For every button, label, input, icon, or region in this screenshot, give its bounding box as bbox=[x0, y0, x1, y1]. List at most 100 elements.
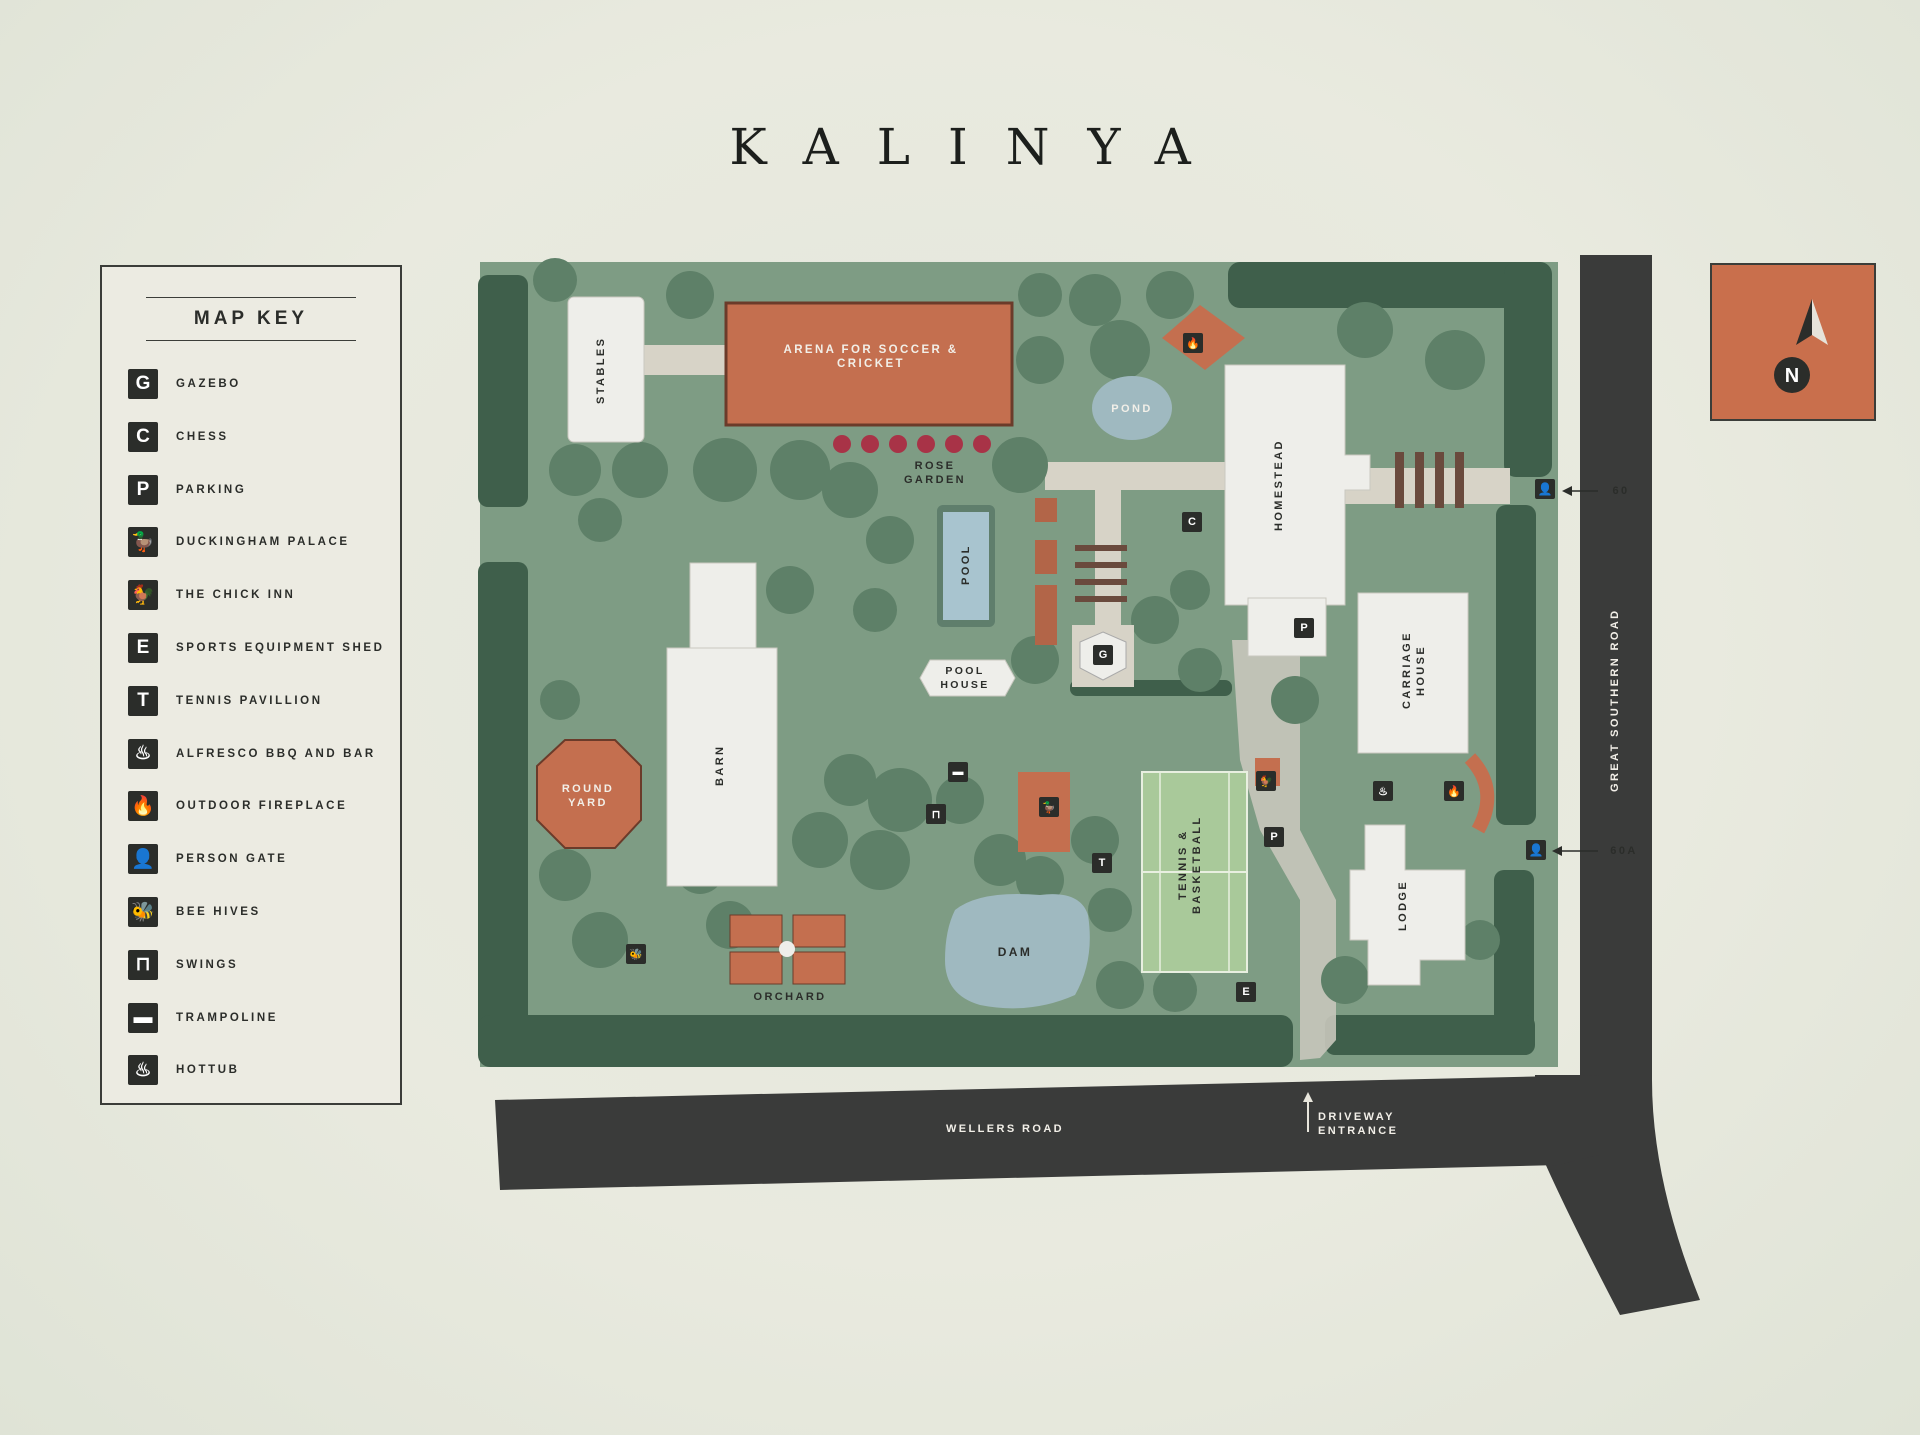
marker-equipment-shed[interactable]: E bbox=[1236, 982, 1256, 1002]
map-key-item: T TENNIS PAVILLION bbox=[128, 685, 323, 717]
map-key-label: TENNIS PAVILLION bbox=[176, 694, 323, 707]
marker-parking-homestead[interactable]: P bbox=[1294, 618, 1314, 638]
map-key-item: 🔥OUTDOOR FIREPLACE bbox=[128, 790, 347, 822]
map-key-item: ▬ TRAMPOLINE bbox=[128, 1002, 278, 1034]
label-driveway: DRIVEWAY ENTRANCE bbox=[1318, 1111, 1399, 1137]
map-key-item: 🐓 THE CHICK INN bbox=[128, 579, 295, 611]
marker-parking-tennis[interactable]: P bbox=[1264, 827, 1284, 847]
label-homestead: HOMESTEAD bbox=[1273, 439, 1285, 531]
wellers-road bbox=[495, 1075, 1600, 1190]
marker-gazebo[interactable]: G bbox=[1093, 645, 1113, 665]
hedge-west-bottom bbox=[478, 562, 528, 1062]
bbq-icon: ♨ bbox=[128, 738, 158, 769]
label-pool: POOL bbox=[960, 544, 972, 586]
hedge-lodge-south bbox=[1325, 1015, 1535, 1055]
steps bbox=[1075, 545, 1127, 602]
label-stables: STABLES bbox=[595, 336, 607, 404]
duck-marker-icon[interactable]: 🦆 bbox=[1039, 797, 1059, 817]
map-key-item: ♨HOTTUB bbox=[128, 1054, 240, 1086]
pool-house-building bbox=[919, 659, 1016, 697]
marker-chess[interactable]: C bbox=[1182, 512, 1202, 532]
map-key-label: THE CHICK INN bbox=[176, 589, 296, 602]
orchard-beds bbox=[729, 914, 846, 985]
trampoline-marker-icon[interactable]: ▬ bbox=[948, 762, 968, 782]
person-gate-60a-icon[interactable]: 👤 bbox=[1526, 840, 1546, 860]
map-key-item: C CHESS bbox=[128, 421, 229, 453]
map-key-label: HOTTUB bbox=[176, 1064, 240, 1077]
map-key-item: 🦆 DUCKINGHAM PALACE bbox=[128, 526, 350, 558]
compass-letter: N bbox=[1785, 365, 1799, 387]
map-key-item: P PARKING bbox=[128, 474, 246, 506]
hedge-north-east bbox=[1228, 262, 1550, 308]
map-title: KALINYA bbox=[729, 118, 1229, 176]
dam bbox=[945, 894, 1090, 1009]
tennis-pavillion-icon: T bbox=[128, 685, 158, 716]
map-key-label: ALFRESCO BBQ AND BAR bbox=[176, 747, 376, 760]
map-key-item: 🐝BEE HIVES bbox=[128, 896, 261, 928]
rose-garden-beds bbox=[833, 435, 991, 453]
label-dam: DAM bbox=[997, 945, 1033, 959]
map-key-item: G GAZEBO bbox=[128, 368, 241, 400]
gazebo-icon: G bbox=[128, 369, 158, 399]
label-orchard: ORCHARD bbox=[753, 991, 827, 1003]
homestead-annex bbox=[1247, 597, 1327, 657]
swings-marker-icon[interactable]: ⊓ bbox=[926, 804, 946, 824]
label-tennis: TENNIS & BASKETBALL bbox=[1177, 815, 1203, 915]
garden-beds bbox=[1035, 498, 1057, 645]
person-gate-60-icon[interactable]: 👤 bbox=[1535, 479, 1555, 499]
fireplace-curve bbox=[1464, 753, 1495, 834]
parking-icon: P bbox=[128, 474, 158, 505]
label-gate-60: 60 bbox=[1612, 485, 1630, 497]
marker-tennis-pavillion[interactable]: T bbox=[1092, 853, 1112, 873]
pergola bbox=[1395, 452, 1464, 508]
map-key-label: GAZEBO bbox=[176, 378, 241, 390]
bbq-deck bbox=[1162, 305, 1245, 370]
map-key-label: TRAMPOLINE bbox=[176, 1011, 279, 1024]
bbq-marker-icon[interactable]: ♨ bbox=[1373, 781, 1393, 801]
bee-hives-icon: 🐝 bbox=[128, 897, 158, 927]
swings-icon: ⊓ bbox=[128, 949, 158, 980]
trampoline-icon: ▬ bbox=[128, 1002, 158, 1033]
map-key-label: OUTDOOR FIREPLACE bbox=[176, 800, 348, 813]
person-gate-icon: 👤 bbox=[128, 844, 158, 875]
label-great-southern-road: GREAT SOUTHERN ROAD bbox=[1609, 608, 1621, 792]
label-lodge: LODGE bbox=[1397, 879, 1409, 931]
chicken-icon: 🐓 bbox=[128, 580, 158, 611]
arena-soccer-cricket bbox=[724, 301, 1014, 427]
map-key-label: CHESS bbox=[176, 430, 229, 443]
map-key-item: ⊓ SWINGS bbox=[128, 949, 238, 981]
map-key-label: SPORTS EQUIPMENT SHED bbox=[176, 642, 385, 654]
chess-icon: C bbox=[128, 421, 158, 452]
barn-building bbox=[666, 647, 778, 887]
pond bbox=[1092, 376, 1172, 440]
map-key-label: PARKING bbox=[176, 483, 247, 496]
round-yard bbox=[536, 739, 642, 849]
bee-hives-marker-icon[interactable]: 🐝 bbox=[626, 944, 646, 964]
map-key-item: E SPORTS EQUIPMENT SHED bbox=[128, 632, 385, 664]
carriage-house-building bbox=[1357, 592, 1469, 754]
label-pool-house: POOL HOUSE bbox=[940, 665, 990, 691]
fireplace-marker-icon[interactable]: 🔥 bbox=[1183, 333, 1203, 353]
label-round-yard: ROUND YARD bbox=[561, 783, 615, 809]
path-house bbox=[1045, 462, 1240, 490]
label-carriage-house: CARRIAGE HOUSE bbox=[1401, 631, 1427, 709]
barn-annex bbox=[689, 562, 757, 649]
label-barn: BARN bbox=[714, 744, 726, 786]
fireplace-lodge-marker-icon[interactable]: 🔥 bbox=[1444, 781, 1464, 801]
map-key-label: DUCKINGHAM PALACE bbox=[176, 536, 350, 549]
map-key-label: SWINGS bbox=[176, 958, 239, 971]
path-stables bbox=[640, 345, 725, 375]
hedge-east-middle bbox=[1496, 505, 1536, 825]
equipment-shed-icon: E bbox=[128, 633, 158, 663]
label-gate-60a: 60A bbox=[1610, 845, 1638, 857]
label-arena: ARENA FOR SOCCER & CRICKET bbox=[783, 344, 959, 370]
hedge-east-bottom bbox=[1494, 870, 1534, 1055]
duck-icon: 🦆 bbox=[128, 527, 158, 558]
lodge-building bbox=[1349, 824, 1466, 986]
label-wellers-road: WELLERS ROAD bbox=[945, 1123, 1065, 1135]
hedge-east-top bbox=[1504, 262, 1552, 477]
chicken-marker-icon[interactable]: 🐓 bbox=[1256, 771, 1276, 791]
hedge-west-top bbox=[478, 275, 528, 507]
